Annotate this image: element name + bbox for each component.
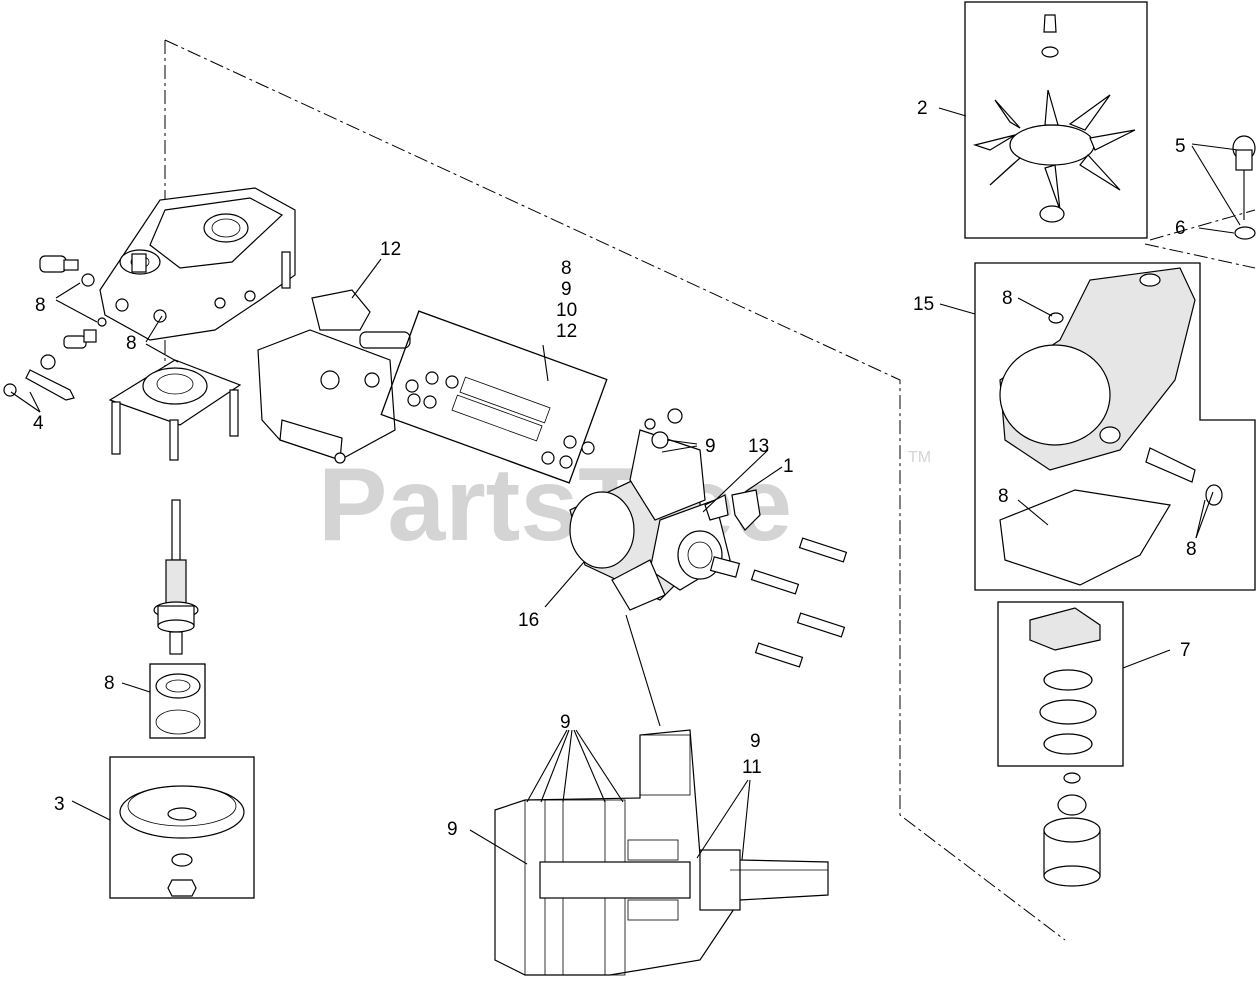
callout-9-section-right: 9 (750, 731, 761, 752)
callout-numbers: 2 5 6 15 8 8 8 7 8 8 4 8 3 12 8 9 10 12 … (33, 98, 1197, 840)
callout-11: 11 (742, 757, 762, 778)
callout-9-kit: 9 (561, 279, 572, 300)
callout-7: 7 (1180, 640, 1191, 661)
callout-9-section-top: 9 (560, 712, 571, 733)
callout-9-motor: 9 (705, 436, 716, 457)
brake-arm (704, 489, 761, 531)
bypass-lever (3, 354, 75, 401)
callout-15: 15 (913, 294, 934, 315)
callout-16: 16 (518, 610, 539, 631)
motor-cross-section (494, 729, 829, 976)
callout-12-housing: 12 (380, 239, 401, 260)
bearing-kit-box-right (997, 601, 1124, 767)
callout-8-upper-left: 8 (35, 295, 46, 316)
callout-3: 3 (54, 794, 65, 815)
callout-13: 13 (748, 436, 769, 457)
pulley-kit-box (109, 756, 255, 899)
charge-pump-plate (108, 359, 242, 461)
leader-lines (10, 107, 1241, 865)
oil-fill-cap (1232, 135, 1256, 220)
callout-10: 10 (556, 300, 577, 321)
input-shaft (153, 499, 199, 655)
callout-12-kit: 12 (556, 321, 577, 342)
callout-6: 6 (1175, 218, 1186, 239)
seal-kit-box (380, 310, 608, 484)
housing-kit-box (974, 262, 1256, 591)
callout-8-seal-right: 8 (1186, 539, 1197, 560)
input-bearing (155, 673, 201, 735)
callout-8-bearing: 8 (104, 673, 115, 694)
upper-housing-cover (99, 187, 296, 341)
cylinder-block-bearings (1029, 607, 1101, 755)
input-pulley (119, 785, 245, 897)
callout-8-kit: 8 (561, 258, 572, 279)
callout-8-housing: 8 (1002, 288, 1013, 309)
fan-kit-box (964, 1, 1148, 239)
cylinder-block (1043, 772, 1101, 887)
center-section-housing (257, 289, 411, 464)
watermark-trademark: TM (908, 449, 931, 466)
callout-2: 2 (917, 98, 928, 119)
cooling-fan (972, 14, 1136, 223)
motor-bolts (750, 537, 848, 668)
callout-5: 5 (1175, 136, 1186, 157)
fill-cap-oring (1234, 226, 1256, 240)
seal-kit-parts (405, 371, 595, 469)
callout-4: 4 (33, 413, 44, 434)
axle-housing (999, 267, 1223, 506)
fitting-mid-left (63, 329, 97, 349)
callout-1: 1 (783, 456, 794, 477)
fitting-upper-left (39, 255, 107, 327)
callout-8-gasket: 8 (998, 486, 1009, 507)
hydraulic-motor (569, 408, 741, 611)
callout-8-pump: 8 (126, 333, 137, 354)
callout-9-section-left: 9 (447, 819, 458, 840)
housing-gasket (999, 489, 1171, 586)
bearing-kit-box (149, 663, 206, 739)
